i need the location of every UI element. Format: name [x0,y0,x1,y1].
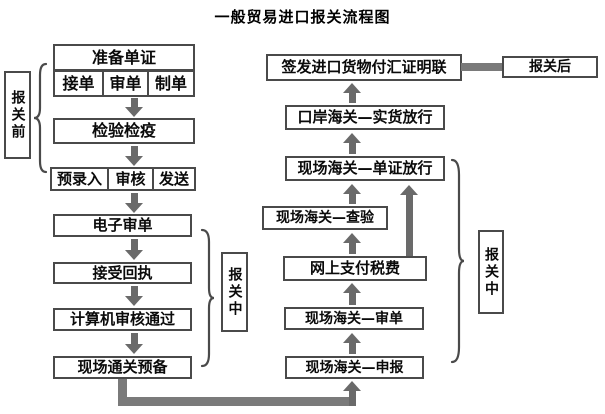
brace-right-icon [450,158,465,364]
node-site-customs-declaration: 现场海关—申报 [285,356,424,379]
prepare-step-cell: 接单 [53,70,104,97]
arrow-down-icon [125,239,143,260]
brace-left-icon [33,62,48,174]
arrow-down-icon [125,146,143,166]
arrow-up-bypass-icon [400,185,418,256]
arrow-up-icon [343,133,361,154]
arrow-down-icon [125,286,143,306]
connector-line [118,397,354,406]
node-electronic-review: 电子审单 [53,214,192,237]
node-issue-import-payment-certificate: 签发进口货物付汇证明联 [266,54,462,81]
prepare-step-cell: 审单 [102,70,149,97]
node-site-clearance-preparation: 现场通关预备 [53,356,192,379]
connector-line [118,379,127,406]
node-site-customs-document-release: 现场海关—单证放行 [285,156,445,181]
label-in-declaration-right: 报关中 [478,230,504,314]
arrow-up-icon [343,381,361,406]
label-in-declaration-left: 报关中 [221,252,248,332]
pre-entry-step-cell: 预录入 [50,167,109,191]
arrow-down-icon [125,333,143,354]
node-site-customs-inspection: 现场海关—查验 [262,206,388,230]
arrow-down-icon [125,98,143,117]
arrow-up-icon [343,283,361,305]
node-online-tax-payment: 网上支付税费 [283,256,427,281]
node-prepare-documents: 准备单证 [53,44,195,71]
pre-entry-step-cell: 审核 [107,167,154,191]
arrow-down-icon [125,193,143,213]
node-computer-review-passed: 计算机审核通过 [53,308,192,331]
prepare-step-cell: 制单 [147,70,195,97]
arrow-up-icon [343,233,361,254]
page-title: 一般贸易进口报关流程图 [214,8,391,26]
node-site-customs-document-review: 现场海关—审单 [284,307,424,330]
node-receive-receipt: 接受回执 [53,262,192,284]
label-pre-declaration: 报关前 [4,71,31,159]
arrow-up-icon [343,83,361,103]
node-post-declaration: 报关后 [502,56,598,78]
brace-middle-icon [200,228,215,368]
arrow-up-icon [343,184,361,204]
arrow-up-icon [343,333,361,354]
pre-entry-step-cell: 发送 [152,167,196,191]
node-port-customs-cargo-release: 口岸海关—实货放行 [285,105,445,130]
connector-line [461,63,503,71]
node-inspection-quarantine: 检验检疫 [53,118,195,144]
